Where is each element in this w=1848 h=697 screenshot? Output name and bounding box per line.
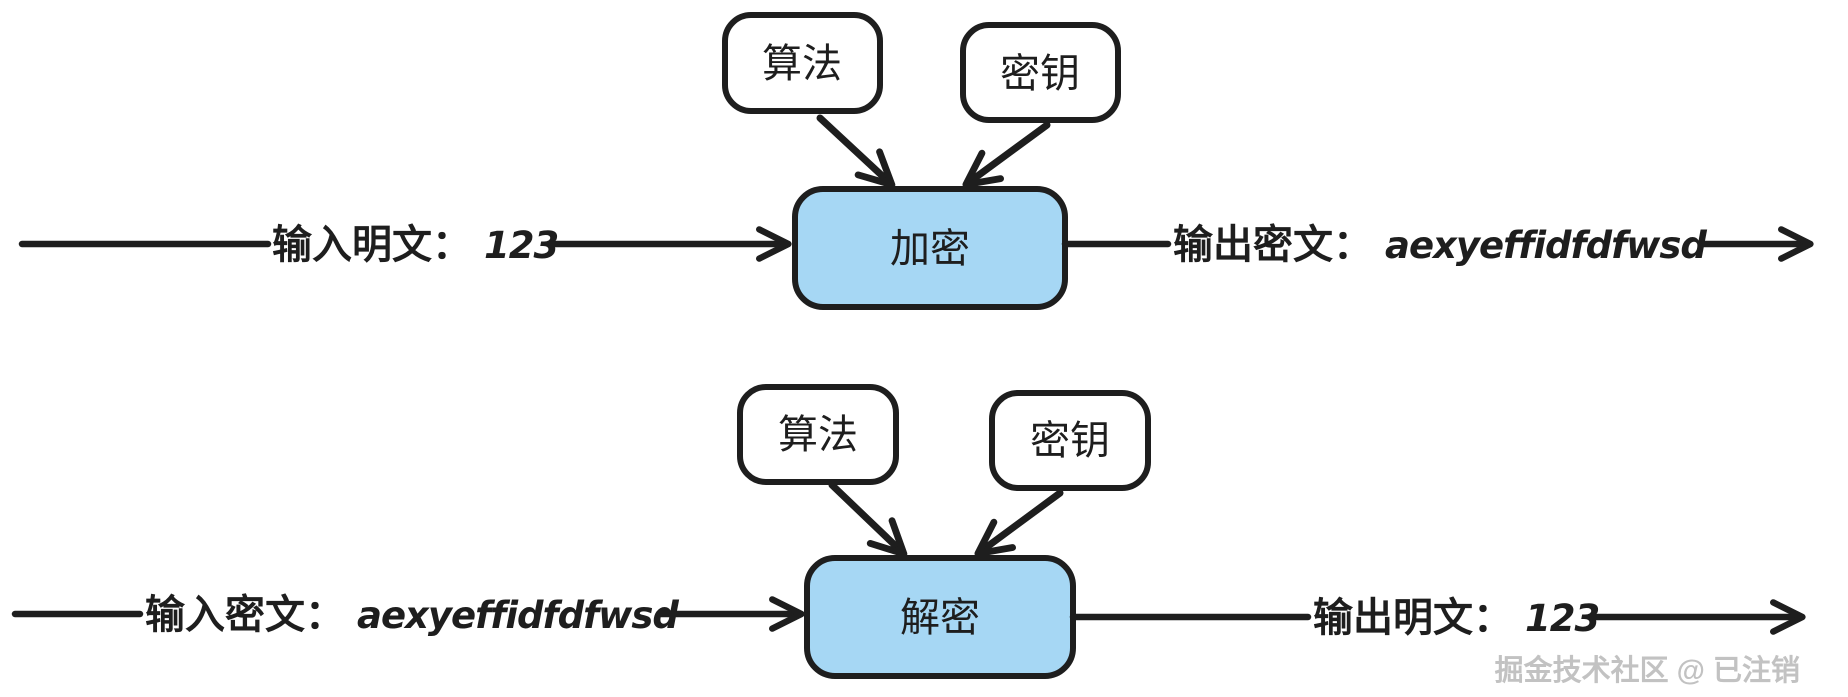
encrypt-algorithm-label: 算法 <box>762 42 842 86</box>
encrypt-input-value: 123 <box>484 224 558 267</box>
decrypt-input-value: aexyeffidfdfwsd <box>357 594 679 637</box>
encrypt-algorithm-arrow <box>816 114 896 189</box>
encrypt-key-label: 密钥 <box>1000 52 1080 96</box>
encrypt-output-label: 输出密文： aexyeffidfdfwsd <box>1173 223 1707 267</box>
encrypt-key-arrow <box>962 121 1051 188</box>
decrypt-key-arrow <box>974 489 1064 557</box>
decrypt-input-label: 输入密文： aexyeffidfdfwsd <box>145 593 679 637</box>
encrypt-process-box <box>792 186 1068 310</box>
encrypt-algorithm-box <box>722 12 883 114</box>
decrypt-flow: 输入密文： aexyeffidfdfwsd 算法 密钥 解密 输出明文： 123 <box>11 384 1806 679</box>
decrypt-input-prefix: 输入密文： <box>145 593 345 637</box>
decrypt-output-label: 输出明文： 123 <box>1313 596 1599 640</box>
decrypt-algorithm-arrow <box>828 481 908 558</box>
decrypt-key-label: 密钥 <box>1030 419 1110 463</box>
encrypt-output-value: aexyeffidfdfwsd <box>1385 224 1707 267</box>
decrypt-algorithm-box <box>737 384 899 485</box>
watermark: 掘金技术社区 @ 已注销 <box>1495 653 1800 687</box>
encrypt-key-box <box>960 22 1121 123</box>
encrypt-input-label: 输入明文： 123 <box>272 223 558 267</box>
decrypt-output-prefix: 输出明文： <box>1313 596 1513 640</box>
encrypt-process-label: 加密 <box>890 227 970 271</box>
decrypt-algorithm-label: 算法 <box>778 413 858 457</box>
encrypt-output-prefix: 输出密文： <box>1173 223 1373 267</box>
encrypt-flow: 输入明文： 123 算法 密钥 加密 输出密文： aexyeffidfdfwsd <box>18 12 1814 310</box>
decrypt-process-label: 解密 <box>900 596 980 640</box>
decrypt-key-box <box>989 390 1151 491</box>
encrypt-input-prefix: 输入明文： <box>272 223 472 267</box>
